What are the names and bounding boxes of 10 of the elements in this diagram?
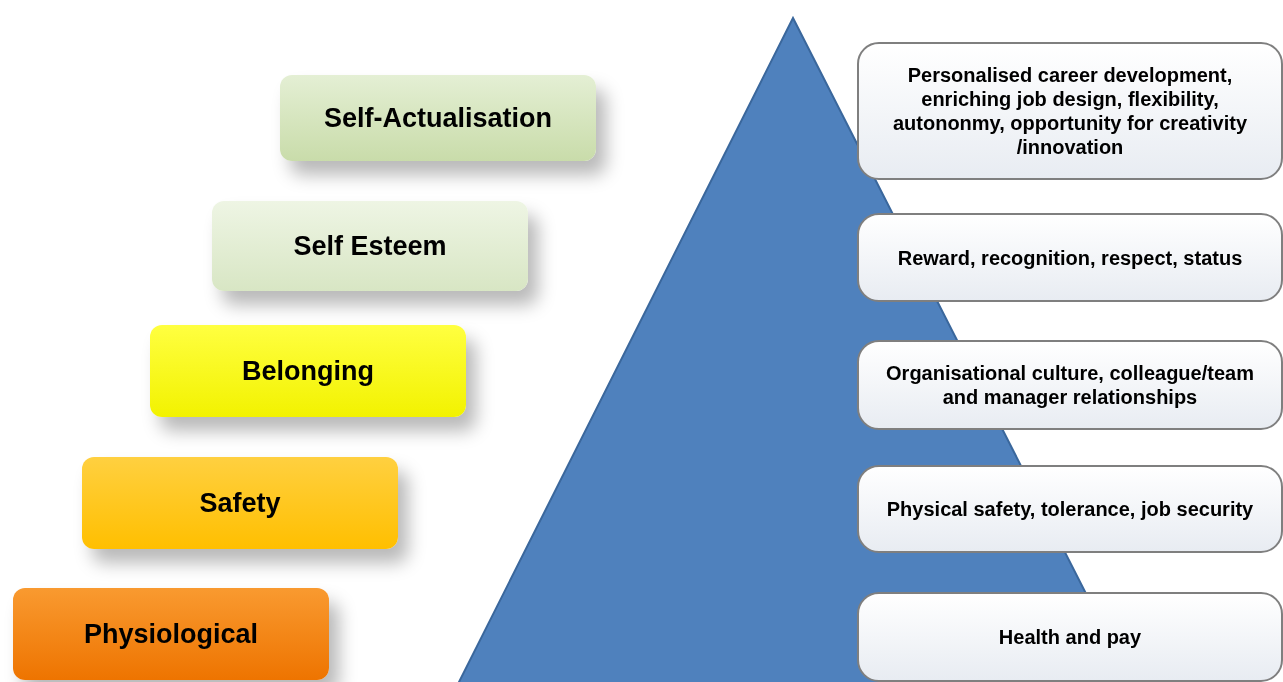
level-box: Safety [82, 457, 398, 549]
description-box: Physical safety, tolerance, job security [857, 465, 1283, 553]
description-box: Reward, recognition, respect, status [857, 213, 1283, 302]
level-box: Physiological [13, 588, 329, 680]
description-box: Personalised career development, enriching job design, flexibility, autononmy, opportunity for creativity /innovation [857, 42, 1283, 180]
level-box: Self-Actualisation [280, 75, 596, 161]
description-box: Organisational culture, colleague/team and manager relationships [857, 340, 1283, 430]
level-box: Belonging [150, 325, 466, 417]
level-box: Self Esteem [212, 201, 528, 291]
description-box: Health and pay [857, 592, 1283, 682]
